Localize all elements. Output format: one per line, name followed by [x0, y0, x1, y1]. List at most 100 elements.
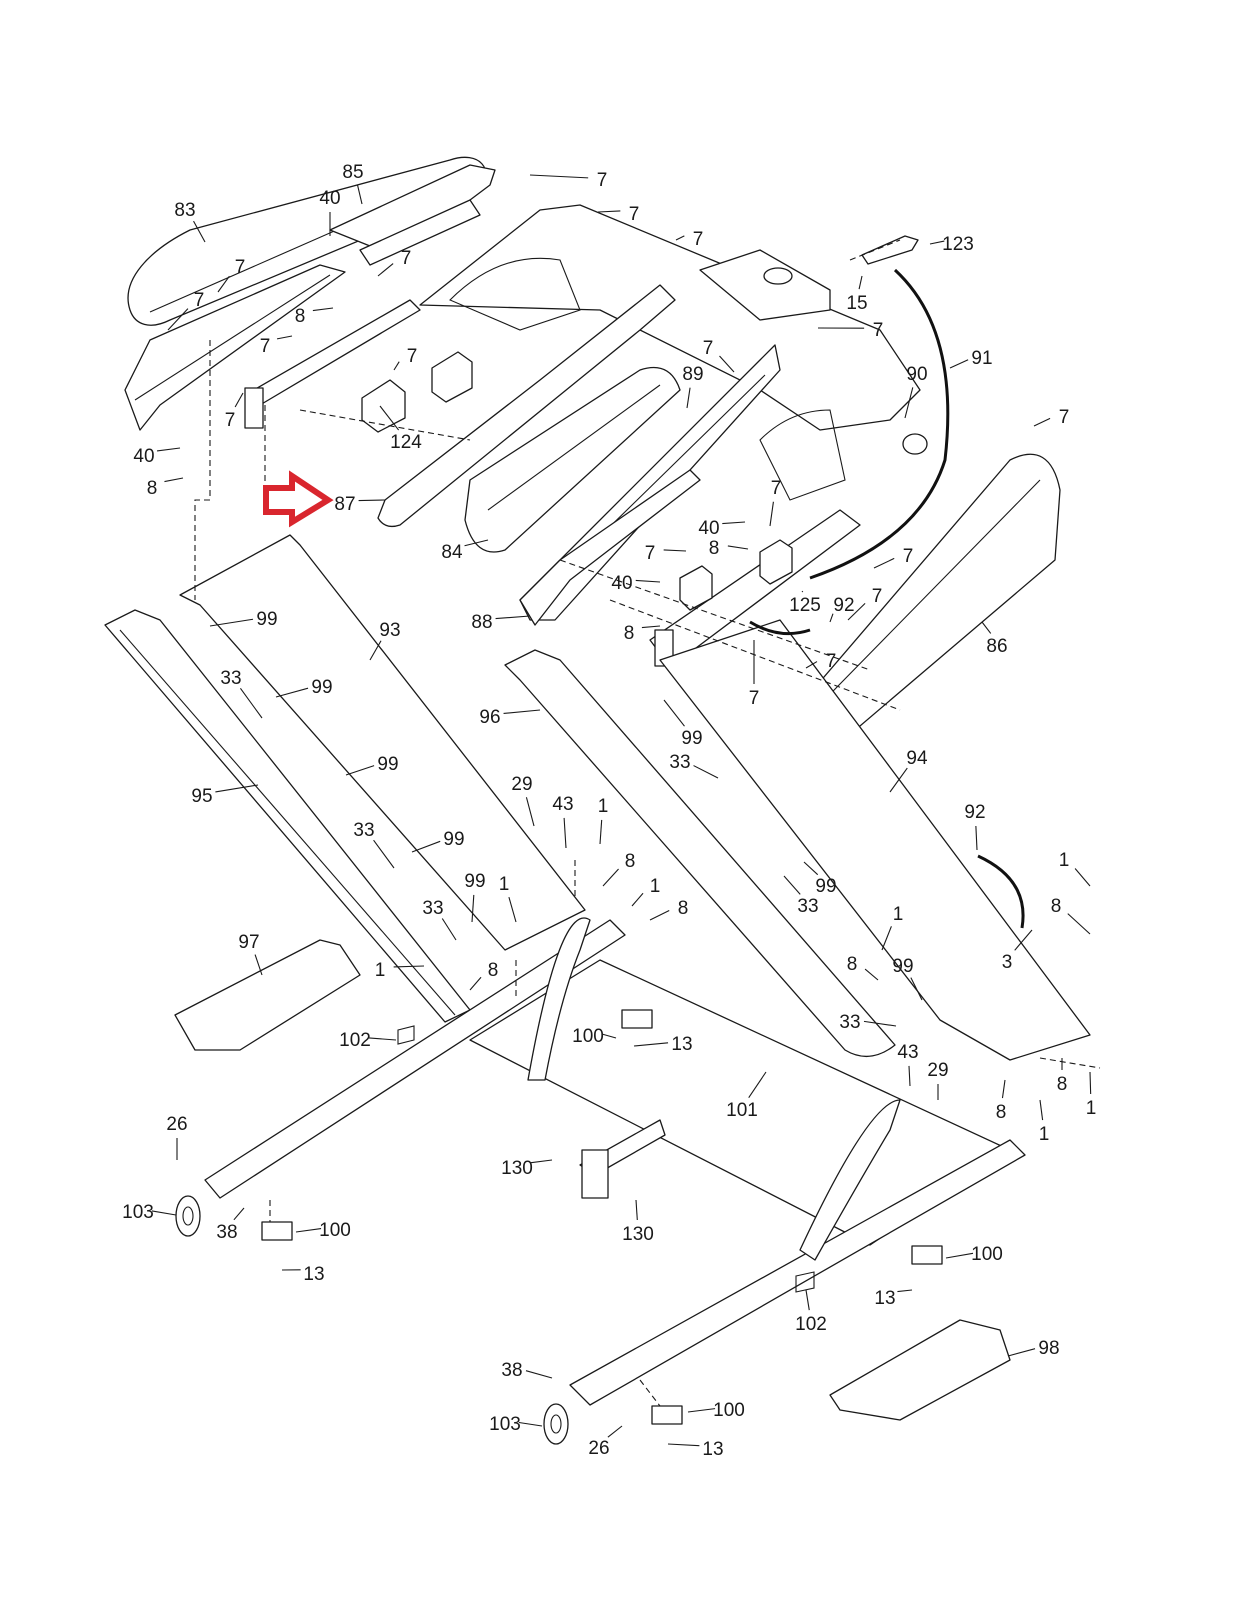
base-frame-101 — [204, 917, 1026, 1406]
callout-leader-38 — [233, 1207, 245, 1221]
bracket-123 — [861, 235, 919, 265]
callout-leader-99 — [345, 765, 375, 776]
part-label-7: 7 — [872, 586, 883, 607]
part-label-40: 40 — [319, 188, 340, 209]
part-label-7: 7 — [407, 346, 418, 367]
callout-leader-43 — [908, 1065, 911, 1087]
part-label-43: 43 — [897, 1042, 918, 1063]
part-label-124: 124 — [390, 432, 422, 453]
part-label-100: 100 — [971, 1244, 1003, 1265]
callout-leader-8 — [864, 968, 879, 981]
callout-leader-123 — [929, 240, 945, 245]
part-label-8: 8 — [488, 960, 499, 981]
part-label-7: 7 — [401, 248, 412, 269]
callout-leader-124 — [379, 405, 400, 431]
callout-leader-100 — [687, 1408, 716, 1413]
part-label-99: 99 — [443, 829, 464, 850]
part-label-125: 125 — [789, 595, 821, 616]
callout-leader-40 — [722, 521, 746, 525]
callout-leader-13 — [633, 1042, 669, 1047]
callout-leader-92 — [829, 613, 834, 623]
callout-leader-40 — [156, 447, 181, 452]
callout-leader-7 — [873, 557, 895, 569]
part-label-101: 101 — [726, 1100, 758, 1121]
callout-leader-8 — [469, 976, 482, 991]
part-label-1: 1 — [598, 796, 609, 817]
left-upright-95 — [104, 609, 471, 1023]
callout-leader-88 — [495, 615, 531, 620]
part-label-7: 7 — [597, 170, 608, 191]
part-label-1: 1 — [893, 904, 904, 925]
part-label-7: 7 — [903, 546, 914, 567]
part-label-100: 100 — [319, 1220, 351, 1241]
callout-leader-99 — [209, 618, 254, 627]
callout-leader-33 — [783, 875, 801, 895]
callout-leader-91 — [949, 359, 969, 369]
callout-leader-99 — [663, 699, 685, 727]
callout-leader-7 — [393, 361, 400, 371]
callout-leader-100 — [295, 1228, 322, 1233]
callout-leader-7 — [276, 335, 293, 340]
cable-92-upper — [749, 620, 811, 636]
callout-leader-33 — [239, 688, 263, 719]
part-label-8: 8 — [678, 898, 689, 919]
part-label-100: 100 — [572, 1026, 604, 1047]
callout-leader-7 — [377, 263, 394, 277]
part-label-99: 99 — [311, 677, 332, 698]
callout-leader-8 — [1001, 1079, 1006, 1099]
part-label-7: 7 — [225, 410, 236, 431]
part-label-98: 98 — [1038, 1338, 1059, 1359]
part-label-7: 7 — [194, 290, 205, 311]
callout-leader-7 — [1033, 417, 1051, 427]
callout-leader-33 — [863, 1020, 897, 1027]
part-label-7: 7 — [693, 229, 704, 250]
part-label-99: 99 — [256, 609, 277, 630]
part-label-1: 1 — [1086, 1098, 1097, 1119]
callout-leader-7 — [217, 275, 230, 293]
callout-leader-43 — [563, 817, 567, 849]
part-label-84: 84 — [441, 542, 463, 563]
part-label-8: 8 — [847, 954, 858, 975]
callout-leader-90 — [904, 387, 914, 419]
part-label-87: 87 — [334, 494, 355, 515]
part-label-8: 8 — [295, 306, 306, 327]
part-label-38: 38 — [501, 1360, 522, 1381]
part-label-102: 102 — [339, 1030, 371, 1051]
callout-leader-97 — [254, 954, 263, 976]
highlight-arrow-icon — [263, 470, 334, 528]
hood-frame-90 — [419, 204, 928, 501]
part-label-33: 33 — [422, 898, 443, 919]
cable-92-lower — [977, 854, 1025, 929]
callout-leader-3 — [1014, 929, 1033, 951]
callout-leader-93 — [369, 640, 382, 661]
callout-leader-100 — [945, 1252, 974, 1259]
callout-leader-100 — [601, 1033, 617, 1039]
part-label-29: 29 — [927, 1060, 948, 1081]
callout-leader-1 — [631, 892, 644, 907]
part-label-33: 33 — [669, 752, 690, 773]
callout-leader-85 — [357, 185, 363, 205]
callout-leader-99 — [411, 840, 441, 853]
assembly-lines — [194, 239, 1101, 1407]
part-label-92: 92 — [833, 595, 854, 616]
callout-leader-8 — [641, 625, 661, 629]
callout-leader-1 — [1039, 1099, 1044, 1121]
callout-leader-92 — [975, 825, 978, 851]
callout-leader-99 — [275, 687, 309, 698]
part-label-13: 13 — [702, 1439, 723, 1460]
part-label-13: 13 — [671, 1034, 692, 1055]
callout-leader-26 — [607, 1425, 623, 1438]
part-label-8: 8 — [996, 1102, 1007, 1123]
part-label-97: 97 — [238, 932, 259, 953]
callout-leader-29 — [525, 797, 535, 827]
brackets-124 — [361, 351, 473, 433]
callout-leader-130 — [635, 1199, 638, 1221]
callout-leader-99 — [471, 894, 475, 923]
part-label-7: 7 — [703, 338, 714, 359]
callout-leader-33 — [373, 839, 395, 869]
callout-leader-125 — [801, 590, 804, 593]
part-label-26: 26 — [588, 1438, 609, 1459]
callout-leader-1 — [393, 965, 425, 968]
part-label-29: 29 — [511, 774, 532, 795]
